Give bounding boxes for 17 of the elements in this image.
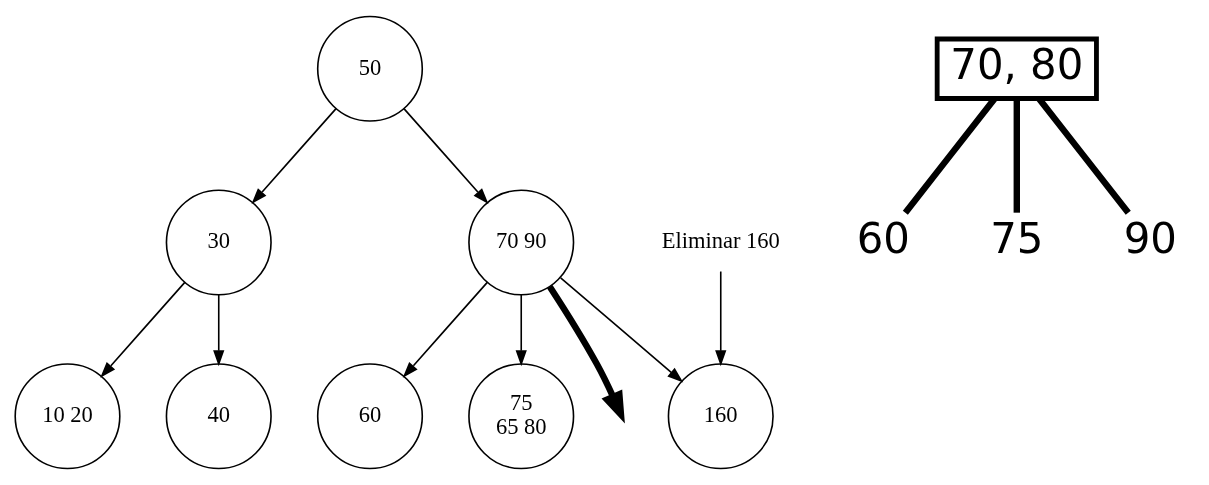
- arrow: [715, 270, 727, 367]
- arrow: [515, 294, 527, 367]
- node-circle: 50: [316, 15, 424, 122]
- arrow: [100, 281, 186, 378]
- node-box: 70, 80: [934, 36, 1099, 101]
- node-circle: 40: [165, 363, 272, 470]
- node-text: 60: [856, 213, 910, 263]
- arrow: [559, 277, 684, 383]
- arrow: [402, 281, 489, 378]
- connector: [1013, 98, 1021, 213]
- arrow: [213, 294, 225, 367]
- node-text: 75: [990, 213, 1044, 263]
- node-text: 90: [1123, 213, 1177, 263]
- node-circle: 75 65 80: [468, 363, 575, 470]
- node-text: Eliminar 160: [661, 228, 780, 254]
- arrow: [403, 107, 489, 204]
- arrow: [251, 107, 337, 204]
